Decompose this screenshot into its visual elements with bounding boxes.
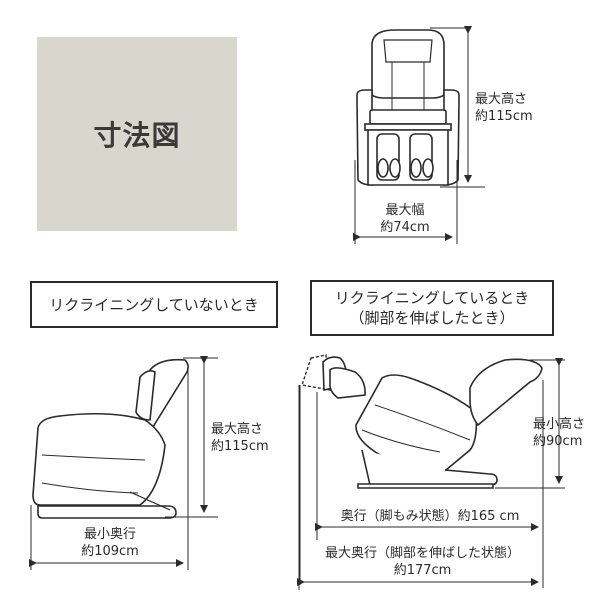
- upright-height-dimension: [165, 356, 218, 518]
- reclined-height-value: 約90cm: [533, 434, 583, 449]
- reclined-chair-icon: [301, 354, 543, 489]
- upright-height-label: 最大高さ 約115cm: [211, 421, 269, 455]
- upright-depth-dimension: [29, 370, 189, 570]
- reclined-height-label-text: 最小高さ: [533, 417, 586, 432]
- front-width-dimension: [353, 160, 458, 244]
- reclined-caption-line2: （脚部を伸ばしたとき）: [349, 309, 515, 327]
- reclined-max-depth-dimension: [297, 385, 539, 590]
- upright-depth-label: 最小奥行 約109cm: [70, 526, 150, 560]
- front-width-label-text: 最大幅: [385, 203, 425, 218]
- front-width-label: 最大幅 約74cm: [370, 202, 440, 236]
- reclined-caption-box: リクライニングしているとき （脚部を伸ばしたとき）: [310, 280, 554, 336]
- title-panel: 寸法図: [37, 37, 237, 231]
- reclined-caption-line1: リクライニングしているとき: [334, 289, 530, 307]
- front-height-value: 約115cm: [475, 109, 533, 124]
- upright-caption: リクライニングしていないとき: [49, 295, 259, 314]
- front-height-label: 最大高さ 約115cm: [475, 91, 533, 125]
- upright-height-label-text: 最大高さ: [211, 422, 264, 437]
- reclined-max-depth-label: 最大奥行（脚部を伸ばした状態） 約177cm: [310, 545, 535, 579]
- front-view-chair-icon: [356, 29, 460, 186]
- front-height-label-text: 最大高さ: [475, 92, 528, 107]
- reclined-depth-value: 奥行（脚もみ状態）約165 cm: [340, 509, 520, 524]
- upright-caption-box: リクライニングしていないとき: [30, 281, 278, 328]
- upright-chair-icon: [32, 358, 189, 519]
- reclined-depth-label: 奥行（脚もみ状態）約165 cm: [325, 508, 535, 525]
- reclined-height-dimension: [495, 358, 565, 489]
- reclined-depth-dimension: [315, 380, 544, 588]
- page-title: 寸法図: [93, 119, 181, 152]
- upright-depth-value: 約109cm: [81, 544, 139, 559]
- front-height-dimension: [430, 26, 485, 188]
- reclined-height-label: 最小高さ 約90cm: [533, 416, 585, 450]
- front-width-value: 約74cm: [380, 220, 430, 235]
- upright-height-value: 約115cm: [211, 439, 269, 454]
- upright-depth-label-text: 最小奥行: [83, 527, 136, 542]
- reclined-max-depth-value: 約177cm: [393, 563, 452, 578]
- reclined-max-depth-label-text: 最大奥行（脚部を伸ばした状態）: [324, 546, 520, 561]
